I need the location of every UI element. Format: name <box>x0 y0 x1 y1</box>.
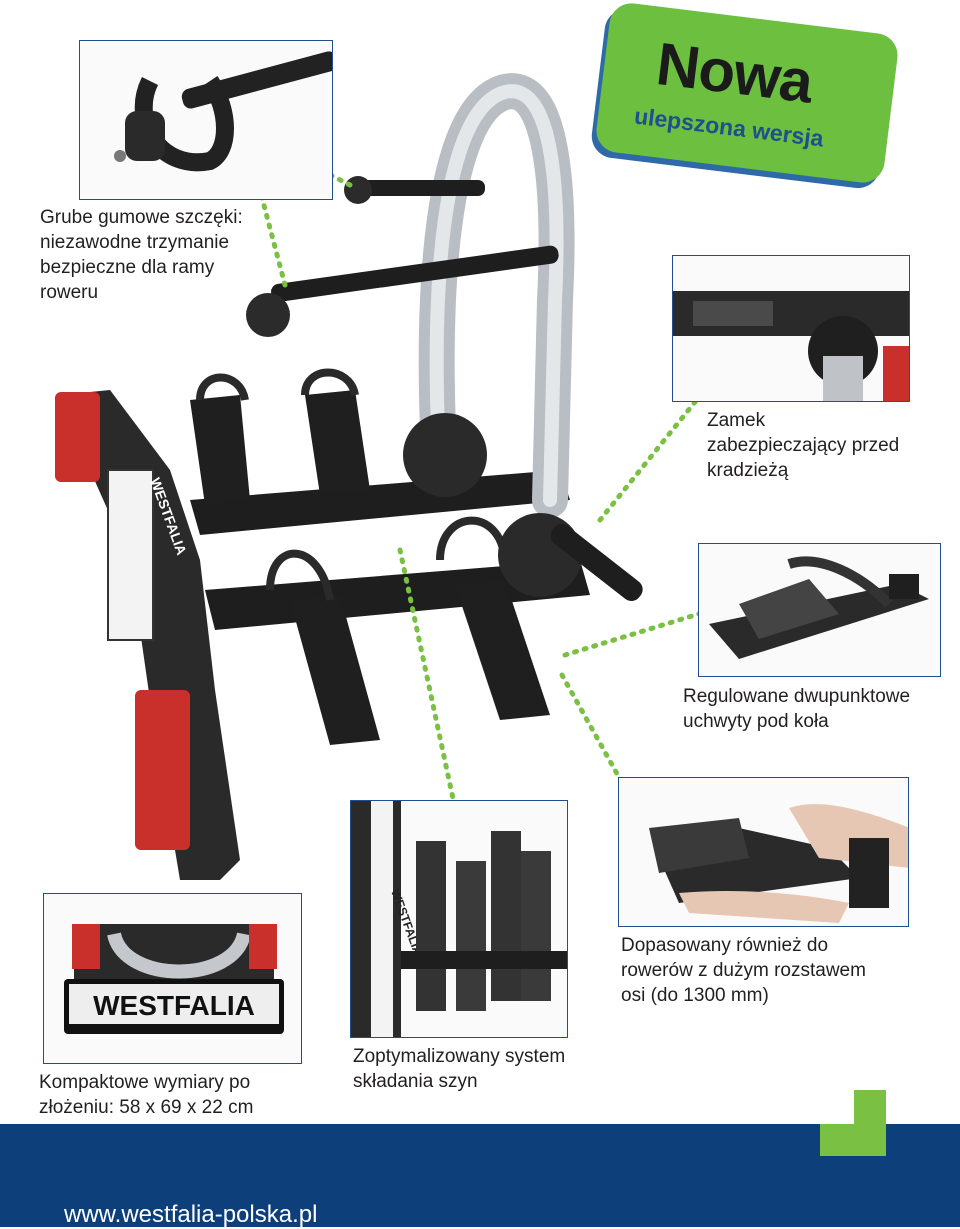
footer-bar <box>0 1124 960 1227</box>
footer-url-link[interactable]: www.westfalia-polska.pl <box>64 1201 318 1228</box>
compact-photo: WESTFALIA <box>43 893 302 1064</box>
lock-detail-photo <box>672 255 910 402</box>
caption-lock: Zamek zabezpieczający przed kradzieżą <box>707 410 900 481</box>
wheelbase-photo <box>618 777 909 927</box>
jaws-detail-photo <box>79 40 333 200</box>
caption-jaws: Grube gumowe szczęki: niezawodne trzyman… <box>40 207 243 303</box>
caption-rails: Zoptymalizowany system składania szyn <box>353 1046 566 1092</box>
wheel-holder-photo <box>698 543 941 677</box>
caption-wheel-holders: Regulowane dwupunktowe uchwyty pod koła <box>683 686 911 732</box>
accent-square-horizontal <box>820 1124 886 1156</box>
brand-plate: WESTFALIA <box>93 990 255 1021</box>
folding-rails-photo: WESTFALIA <box>350 800 568 1038</box>
caption-wheelbase: Dopasowany również do rowerów z dużym ro… <box>621 935 866 1006</box>
caption-compact: Kompaktowe wymiary po złożeniu: 58 x 69 … <box>39 1072 254 1118</box>
